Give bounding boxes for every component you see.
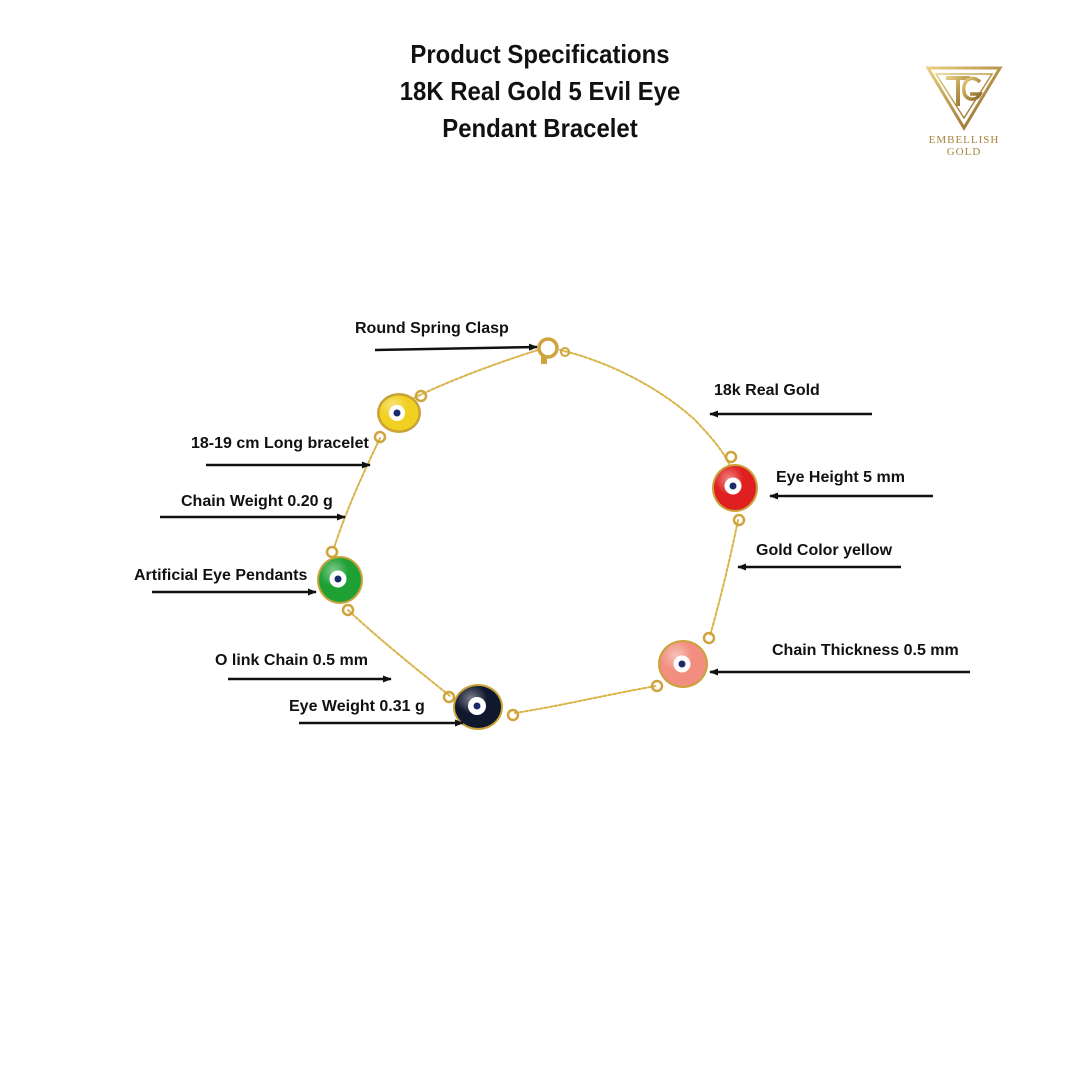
callout-arrows [152, 343, 970, 727]
evil-eye-red [712, 450, 758, 527]
evil-eye-green [317, 545, 363, 617]
diamond-logo-icon [925, 66, 1003, 131]
label-eye-height: Eye Height 5 mm [776, 469, 905, 486]
label-pendants: Artificial Eye Pendants [134, 567, 308, 584]
label-thickness: Chain Thickness 0.5 mm [772, 642, 959, 659]
label-real-gold: 18k Real Gold [714, 382, 820, 399]
chain [333, 349, 739, 714]
label-clasp: Round Spring Clasp [355, 320, 509, 337]
label-gold-color: Gold Color yellow [756, 542, 893, 559]
spring-clasp [537, 337, 570, 364]
brand-logo: EMBELLISH GOLD [922, 60, 1006, 160]
label-chain-weight: Chain Weight 0.20 g [181, 493, 333, 510]
label-eye-weight: Eye Weight 0.31 g [289, 698, 425, 715]
logo-text-embellish: EMBELLISH [928, 134, 1000, 146]
arrow-clasp [374, 343, 538, 352]
evil-eye-peach [650, 631, 716, 693]
evil-eye-yellow [373, 389, 428, 444]
title-line-3: Pendant Bracelet [442, 113, 638, 143]
logo-text-gold: GOLD [946, 146, 982, 158]
label-length: 18-19 cm Long bracelet [191, 435, 369, 452]
title-line-2: 18K Real Gold 5 Evil Eye [399, 76, 681, 106]
page-title: Product Specifications 18K Real Gold 5 E… [356, 36, 724, 147]
label-o-link: O link Chain 0.5 mm [215, 652, 368, 669]
evil-eye-navy [442, 684, 520, 730]
title-line-1: Product Specifications [410, 39, 670, 69]
